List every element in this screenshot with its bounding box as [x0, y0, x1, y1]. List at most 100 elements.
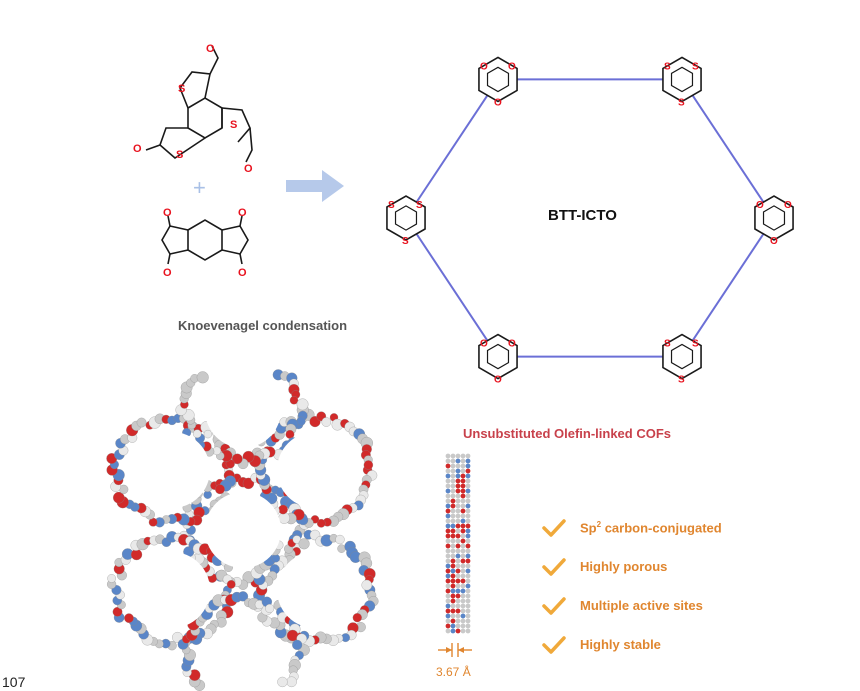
stack-atom [445, 488, 451, 494]
stack-atom [445, 528, 451, 534]
stack-atom [450, 493, 456, 499]
check-icon [542, 596, 566, 615]
oxygen-label: O [206, 43, 215, 55]
stack-atom [450, 563, 456, 569]
stack-atom [465, 618, 471, 624]
stack-atom [465, 453, 471, 459]
stack-atom [455, 553, 461, 559]
oxygen-label: O [163, 267, 172, 279]
olefin-linkage [405, 78, 499, 219]
stack-atom [465, 583, 471, 589]
atom-sphere [196, 371, 209, 384]
stack-atom [445, 578, 451, 584]
stack-atom [465, 478, 471, 484]
atom-sphere [278, 504, 288, 515]
stack-atom [460, 548, 466, 554]
stack-atom [445, 458, 451, 464]
stack-atom [455, 498, 461, 504]
stack-atom [445, 508, 451, 514]
stack-atom [450, 603, 456, 609]
stack-atom [465, 573, 471, 579]
stack-atom [450, 523, 456, 529]
btt-atom-labels: S S S O O O [133, 43, 253, 175]
stack-atom [445, 518, 451, 524]
stack-atom [465, 623, 471, 629]
stack-atom [450, 533, 456, 539]
stack-atom [460, 513, 466, 519]
atom-sphere [289, 396, 299, 405]
stack-atom [465, 563, 471, 569]
stack-atom [460, 458, 466, 464]
stack-atom [455, 623, 461, 629]
stack-atom [455, 488, 461, 494]
stack-atom [465, 578, 471, 584]
stack-atom [465, 588, 471, 594]
stack-atom [445, 593, 451, 599]
stack-atom [445, 613, 451, 619]
atom-sphere [203, 429, 213, 439]
stack-atom [455, 503, 461, 509]
stack-atom [465, 528, 471, 534]
stack-atom [450, 588, 456, 594]
oxygen-label: O [480, 61, 488, 72]
atom-sphere [107, 574, 116, 583]
atom-sphere [136, 417, 147, 428]
olefin-linkage [405, 217, 499, 358]
stack-atom [455, 608, 461, 614]
sulfur-label: S [664, 339, 671, 350]
stack-atom [455, 558, 461, 564]
stack-atom [460, 463, 466, 469]
stack-atom [465, 498, 471, 504]
stack-atom [455, 483, 461, 489]
stack-atom [455, 473, 461, 479]
oxygen-label: O [756, 200, 764, 211]
stack-atom [465, 603, 471, 609]
atom-sphere [321, 417, 332, 427]
stack-atom [455, 453, 461, 459]
cof-category-label: Unsubstituted Olefin-linked COFs [463, 426, 671, 441]
pore [205, 372, 281, 448]
atom-sphere [298, 538, 310, 550]
oxygen-label: O [133, 143, 142, 155]
stack-atom [445, 473, 451, 479]
cof-space-filling-model [106, 369, 379, 691]
stack-atom [465, 523, 471, 529]
stack-atom [465, 473, 471, 479]
atom-sphere [226, 580, 236, 589]
sulfur-label: S [678, 375, 685, 386]
feature-label: Highly porous [580, 559, 668, 574]
stack-atom [465, 598, 471, 604]
stack-atom [465, 483, 471, 489]
cof-stacking-side-view [445, 453, 471, 634]
stack-atom [455, 588, 461, 594]
stack-atom [465, 488, 471, 494]
stack-atom [465, 628, 471, 634]
stack-atom [455, 538, 461, 544]
stack-atom [465, 508, 471, 514]
stack-atom [450, 613, 456, 619]
stack-atom [445, 583, 451, 589]
stack-atom [445, 618, 451, 624]
pore [277, 552, 353, 628]
pore [134, 552, 210, 628]
stack-atom [460, 563, 466, 569]
stack-atom [450, 538, 456, 544]
stack-atom [445, 598, 451, 604]
stack-atom [460, 553, 466, 559]
stack-atom [445, 553, 451, 559]
feature-item: Highly porous [542, 547, 722, 586]
atom-sphere [231, 453, 243, 465]
stack-atom [455, 468, 461, 474]
stack-atom [450, 518, 456, 524]
feature-label: Multiple active sites [580, 598, 703, 613]
stack-atom [460, 493, 466, 499]
atom-sphere [296, 398, 309, 411]
sulfur-label: S [176, 149, 183, 161]
stack-atom [445, 483, 451, 489]
